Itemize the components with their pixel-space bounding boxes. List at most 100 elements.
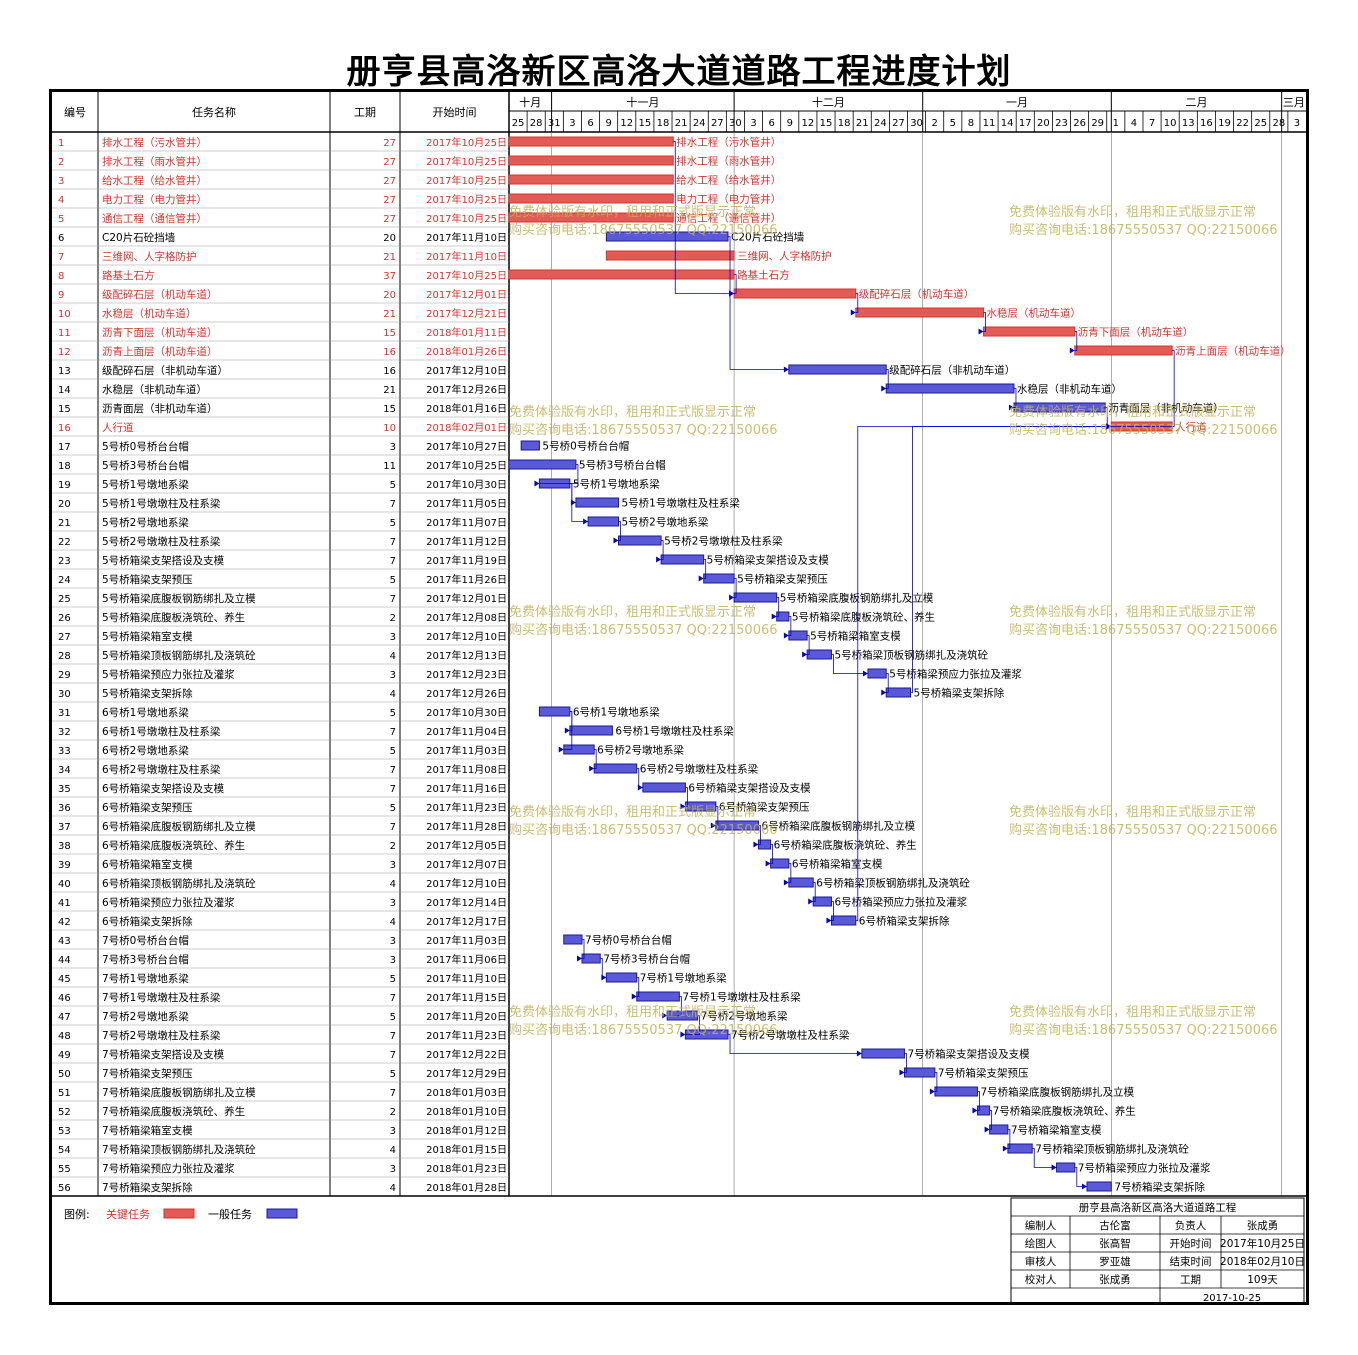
day-tick-label: 27 <box>711 118 724 129</box>
task-bar <box>508 459 577 470</box>
dependency-link <box>788 863 792 883</box>
watermark-line1: 免费体验版有水印，租用和正式版显示正常 <box>509 804 756 820</box>
task-bar-label: 5号桥箱梁箱室支模 <box>810 630 901 643</box>
task-id: 19 <box>58 480 71 491</box>
task-bar-label: 6号桥箱梁预应力张拉及灌浆 <box>834 896 967 909</box>
day-tick-label: 7 <box>1149 118 1155 129</box>
dependency-arrow <box>564 727 570 734</box>
day-tick-label: 29 <box>1091 118 1104 129</box>
task-id: 53 <box>58 1126 71 1137</box>
task-name: 7号桥箱梁支架拆除 <box>102 1181 193 1194</box>
task-id: 39 <box>58 860 71 871</box>
task-start: 2017年12月21日 <box>426 307 507 320</box>
task-id: 31 <box>58 708 71 719</box>
task-name: 5号桥箱梁顶板钢筋绑扎及浇筑砼 <box>102 649 256 662</box>
task-start: 2017年12月10日 <box>426 877 507 890</box>
dependency-link <box>728 236 789 370</box>
task-start: 2017年11月16日 <box>426 782 507 795</box>
task-duration: 4 <box>390 1145 396 1156</box>
info-cell: 工期 <box>1180 1274 1201 1286</box>
watermark-line2: 购买咨询电话:18675550537 QQ:22150066 <box>1009 222 1278 238</box>
task-start: 2017年11月26日 <box>426 573 507 586</box>
task-bar-label: 6号桥箱梁底腹板钢筋绑扎及立模 <box>761 820 915 833</box>
task-name: 5号桥箱梁底腹板钢筋绑扎及立模 <box>102 592 256 605</box>
dependency-arrow <box>984 1126 990 1133</box>
task-name: 7号桥0号桥台台帽 <box>102 934 189 947</box>
task-bar <box>538 706 571 717</box>
watermark-line2: 购买咨询电话:18675550537 QQ:22150066 <box>1009 622 1278 638</box>
task-start: 2018年01月12日 <box>426 1124 507 1137</box>
task-duration: 27 <box>383 195 396 206</box>
task-bar-label: 7号桥箱梁底腹板浇筑砼、养生 <box>993 1105 1136 1118</box>
task-name: 水稳层（机动车道） <box>102 307 197 320</box>
task-id: 51 <box>58 1088 71 1099</box>
watermark-line2: 购买咨询电话:18675550537 QQ:22150066 <box>509 222 778 238</box>
dependency-link <box>788 616 792 636</box>
task-start: 2018年01月15日 <box>426 1143 507 1156</box>
dependency-link <box>807 635 810 655</box>
watermark-line1: 免费体验版有水印，租用和正式版显示正常 <box>1009 604 1256 620</box>
task-start: 2017年12月14日 <box>426 896 507 909</box>
dependency-link <box>983 312 986 332</box>
dependency-link <box>989 1110 993 1130</box>
task-start: 2017年12月07日 <box>426 858 507 871</box>
task-id: 14 <box>58 385 71 396</box>
task-bar <box>605 972 638 983</box>
task-bar-label: 排水工程（雨水管井） <box>676 155 781 168</box>
task-bar-label: 沥青面层（非机动车道） <box>1108 402 1224 415</box>
task-start: 2017年12月23日 <box>426 668 507 681</box>
task-bar <box>618 535 662 546</box>
header-id: 编号 <box>64 105 86 119</box>
task-bar-label: 5号桥3号桥台台帽 <box>579 459 666 472</box>
task-bar-label: 5号桥0号桥台台帽 <box>542 440 629 453</box>
task-id: 17 <box>58 442 71 453</box>
task-id: 42 <box>58 917 71 928</box>
dependency-arrow <box>534 480 540 487</box>
dependency-link <box>831 654 868 674</box>
task-duration: 16 <box>383 347 396 358</box>
watermark-line2: 购买咨询电话:18675550537 QQ:22150066 <box>509 1022 778 1038</box>
task-duration: 7 <box>390 822 396 833</box>
task-bar-label: 7号桥2号墩地系梁 <box>701 1010 788 1023</box>
task-start: 2018年01月26日 <box>426 345 507 358</box>
task-id: 1 <box>58 138 64 149</box>
task-name: 6号桥箱梁支架预压 <box>102 801 193 814</box>
day-tick-label: 24 <box>874 118 887 129</box>
task-bar-label: 7号桥2号墩墩柱及柱系梁 <box>731 1029 850 1042</box>
task-duration: 20 <box>383 290 396 301</box>
task-start: 2017年10月30日 <box>426 478 507 491</box>
task-start: 2017年11月19日 <box>426 554 507 567</box>
task-name: 排水工程（污水管井） <box>102 136 207 149</box>
task-start: 2017年12月01日 <box>426 288 507 301</box>
task-start: 2017年11月03日 <box>426 934 507 947</box>
task-id: 23 <box>58 556 71 567</box>
task-name: 给水工程（给水管井） <box>102 174 207 187</box>
task-id: 54 <box>58 1145 71 1156</box>
task-name: 6号桥箱梁预应力张拉及灌浆 <box>102 896 235 909</box>
task-start: 2017年11月12日 <box>426 535 507 548</box>
task-id: 10 <box>58 309 71 320</box>
day-tick-label: 30 <box>729 118 742 129</box>
task-bar <box>605 250 735 261</box>
task-bar-label: 6号桥1号墩墩柱及柱系梁 <box>615 725 734 738</box>
day-tick-label: 12 <box>620 118 633 129</box>
day-tick-label: 23 <box>1055 118 1068 129</box>
task-bar-label: 三维网、人字格防护 <box>737 250 832 263</box>
task-duration: 27 <box>383 176 396 187</box>
task-bar <box>770 858 790 869</box>
task-bar-label: 电力工程（电力管井） <box>676 193 781 206</box>
task-start: 2017年11月23日 <box>426 801 507 814</box>
task-id: 40 <box>58 879 71 890</box>
task-name: 排水工程（雨水管井） <box>102 155 207 168</box>
task-bar-label: 5号桥1号墩地系梁 <box>573 478 660 491</box>
dependency-link <box>776 597 780 617</box>
task-start: 2017年12月05日 <box>426 839 507 852</box>
task-name: 级配碎石层（非机动车道） <box>102 364 228 377</box>
dependency-arrow <box>558 746 564 753</box>
task-name: 沥青面层（非机动车道） <box>102 402 218 415</box>
task-name: 6号桥1号墩地系梁 <box>102 706 189 719</box>
task-duration: 3 <box>390 442 396 453</box>
task-name: 6号桥箱梁箱室支模 <box>102 858 193 871</box>
dependency-link <box>569 483 589 522</box>
task-bar <box>593 763 638 774</box>
